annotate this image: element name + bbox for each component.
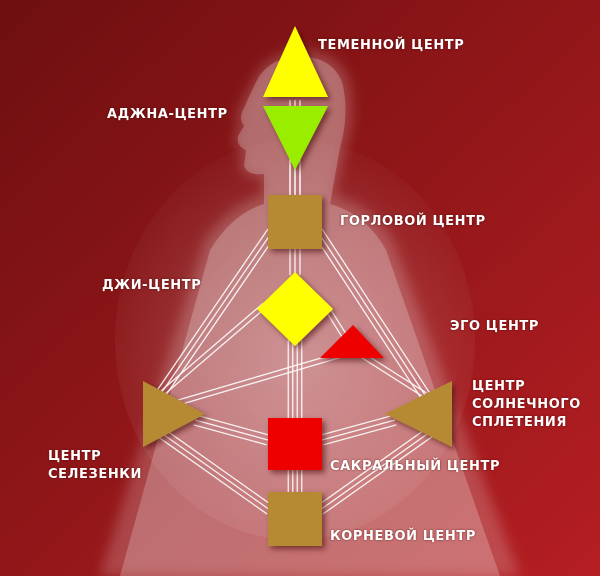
label-root-center: КОРНЕВОЙ ЦЕНТР bbox=[330, 529, 476, 544]
channel-throat-spleen bbox=[155, 228, 277, 399]
solar-plexus-center-triangle bbox=[385, 381, 452, 447]
label-solar-plexus-line-2: СОЛНЕЧНОГО bbox=[472, 397, 581, 412]
throat-center-square bbox=[268, 195, 322, 249]
label-throat-center: ГОРЛОВОЙ ЦЕНТР bbox=[340, 214, 486, 229]
channel-ajna-throat bbox=[289, 165, 301, 200]
sacral-center-square bbox=[268, 418, 322, 470]
g-center-diamond bbox=[257, 272, 333, 346]
channel-solar-root bbox=[316, 420, 444, 515]
label-g-center: ДЖИ-ЦЕНТР bbox=[102, 278, 202, 293]
channel-lines bbox=[146, 100, 444, 515]
channel-solar-sacral bbox=[320, 414, 397, 446]
channel-spleen-ego bbox=[169, 351, 341, 409]
channel-g-spleen bbox=[157, 302, 268, 398]
channel-g-sacral bbox=[287, 340, 303, 420]
channel-throat-g bbox=[289, 248, 301, 275]
label-solar-plexus-line-3: СПЛЕТЕНИЯ bbox=[472, 415, 568, 430]
ajna-center-triangle bbox=[263, 106, 328, 170]
label-ajna-center: АДЖНА-ЦЕНТР bbox=[107, 107, 228, 122]
energy-centers bbox=[143, 26, 452, 546]
label-spleen-line-2: СЕЛЕЗЕНКИ bbox=[48, 467, 143, 482]
label-ego-center: ЭГО ЦЕНТР bbox=[450, 319, 540, 334]
label-spleen-line-1: ЦЕНТР bbox=[48, 449, 102, 464]
channel-sacral-root bbox=[287, 468, 303, 492]
channel-spleen-sacral bbox=[193, 414, 270, 446]
channel-throat-solar bbox=[313, 228, 430, 399]
root-center-square bbox=[268, 492, 322, 546]
crown-center-triangle bbox=[263, 26, 328, 97]
label-solar-plexus-line-1: ЦЕНТР bbox=[472, 379, 526, 394]
label-crown-center: ТЕМЕННОЙ ЦЕНТР bbox=[318, 38, 465, 53]
spleen-center-triangle bbox=[143, 381, 205, 447]
ego-center-triangle bbox=[320, 325, 384, 358]
channel-ego-solar bbox=[360, 352, 427, 398]
channel-spleen-root bbox=[146, 420, 274, 515]
label-sacral-center: САКРАЛЬНЫЙ ЦЕНТР bbox=[330, 459, 501, 474]
